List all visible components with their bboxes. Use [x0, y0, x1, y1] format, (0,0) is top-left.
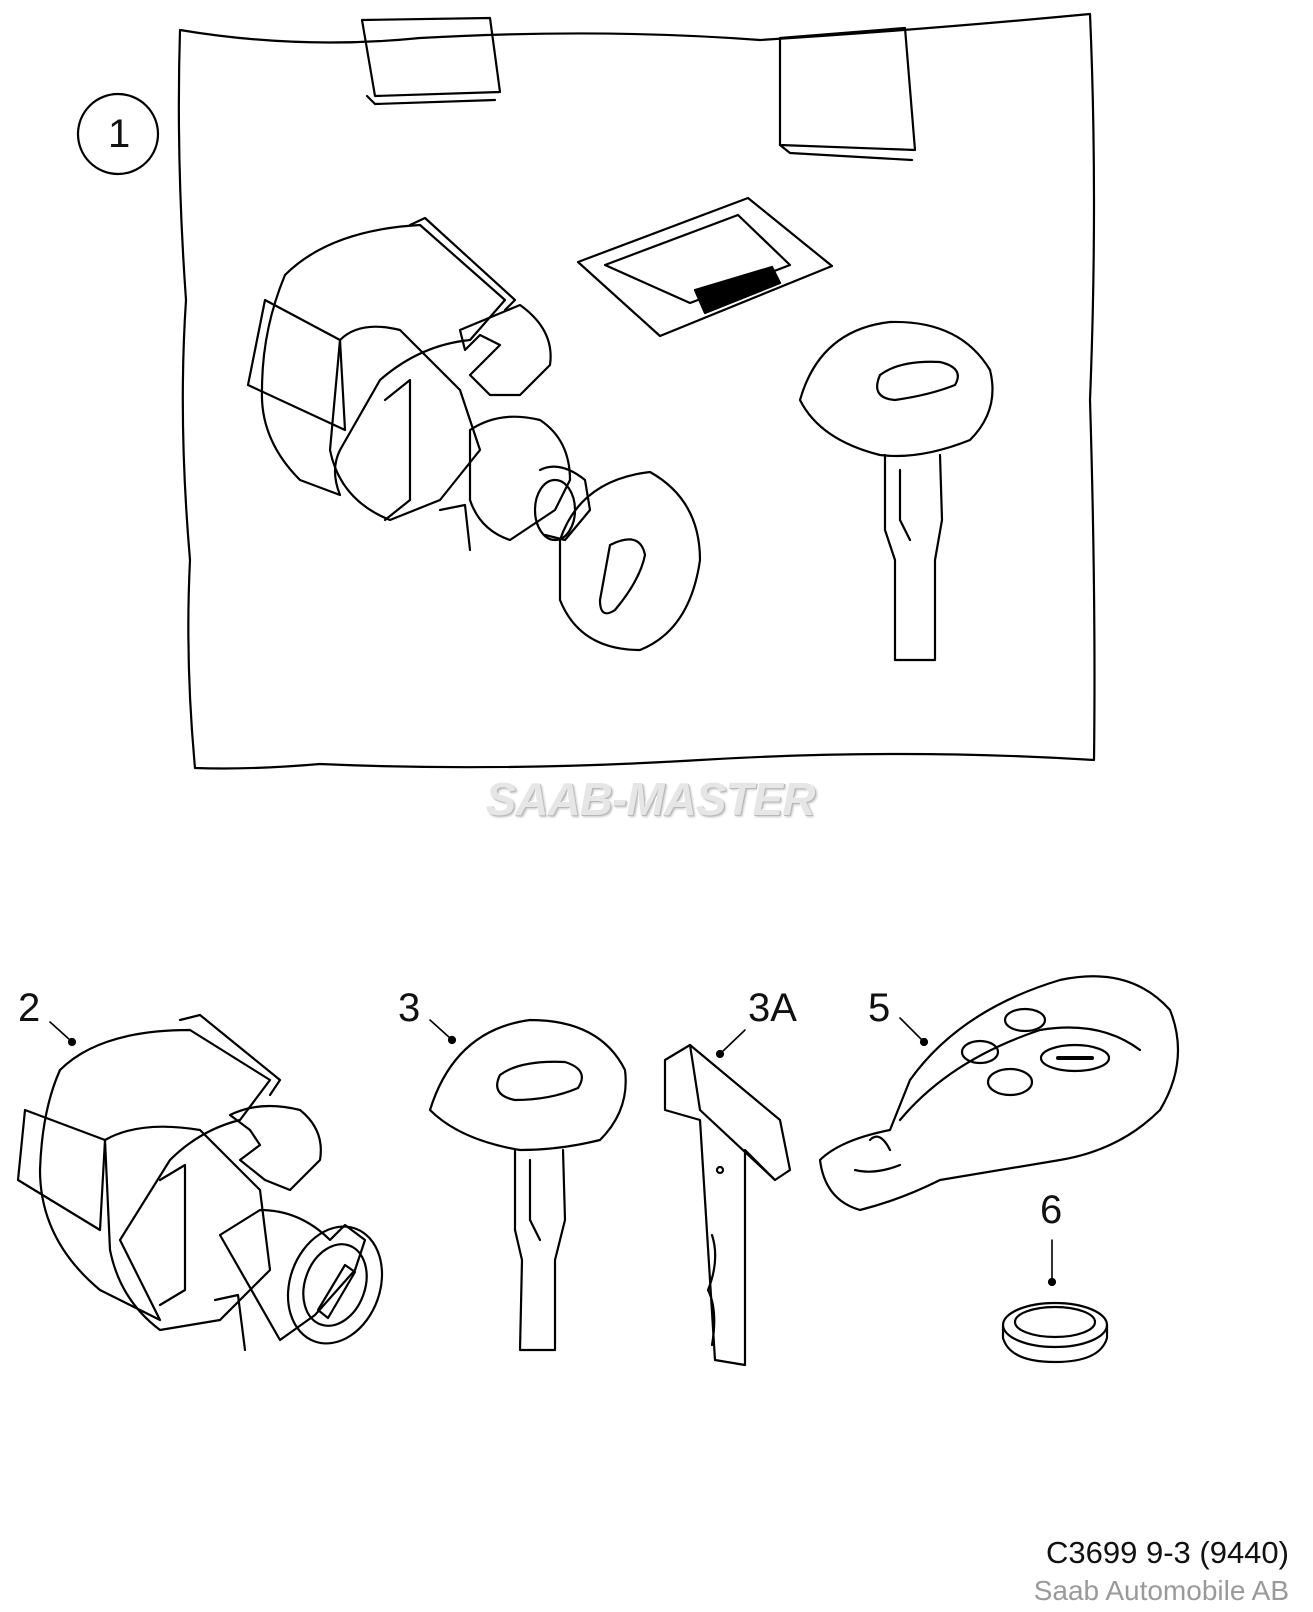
watermark-logo: SAAB-MASTER — [485, 773, 816, 825]
kit-lock-cylinder — [246, 216, 592, 552]
company-name: Saab Automobile AB — [1033, 1575, 1289, 1606]
callout-label-5: 5 — [868, 986, 891, 1030]
leader-dot-5 — [919, 1037, 929, 1047]
kit-key-inserted — [558, 470, 702, 652]
leader-3a — [721, 1029, 746, 1053]
leader-dot-2 — [67, 1037, 77, 1047]
callout-circle-1 — [76, 92, 160, 176]
key-blade — [663, 1043, 792, 1367]
callout-label-2: 2 — [18, 986, 41, 1030]
battery-coin-cell — [1001, 1301, 1109, 1364]
callout-label-6: 6 — [1040, 1188, 1063, 1232]
key — [428, 1018, 627, 1352]
leader-2 — [49, 1021, 71, 1041]
leader-3 — [429, 1019, 451, 1039]
kit-code-tag — [576, 196, 834, 338]
drawing-code: C3699 9-3 (9440) — [1046, 1535, 1289, 1570]
lock-cylinder-assembly — [16, 1013, 384, 1352]
kit-spare-key — [798, 320, 994, 662]
callout-label-1: 1 — [108, 112, 131, 156]
leader-5 — [899, 1017, 923, 1041]
leader-dot-3a — [715, 1049, 725, 1059]
leader-dot-3 — [447, 1035, 457, 1045]
callout-label-3: 3 — [398, 986, 421, 1030]
callout-label-3a: 3A — [748, 986, 797, 1030]
remote-key-fob — [818, 975, 1180, 1212]
lock-kit-bag — [177, 12, 1096, 770]
leader-dot-6 — [1047, 1277, 1057, 1287]
